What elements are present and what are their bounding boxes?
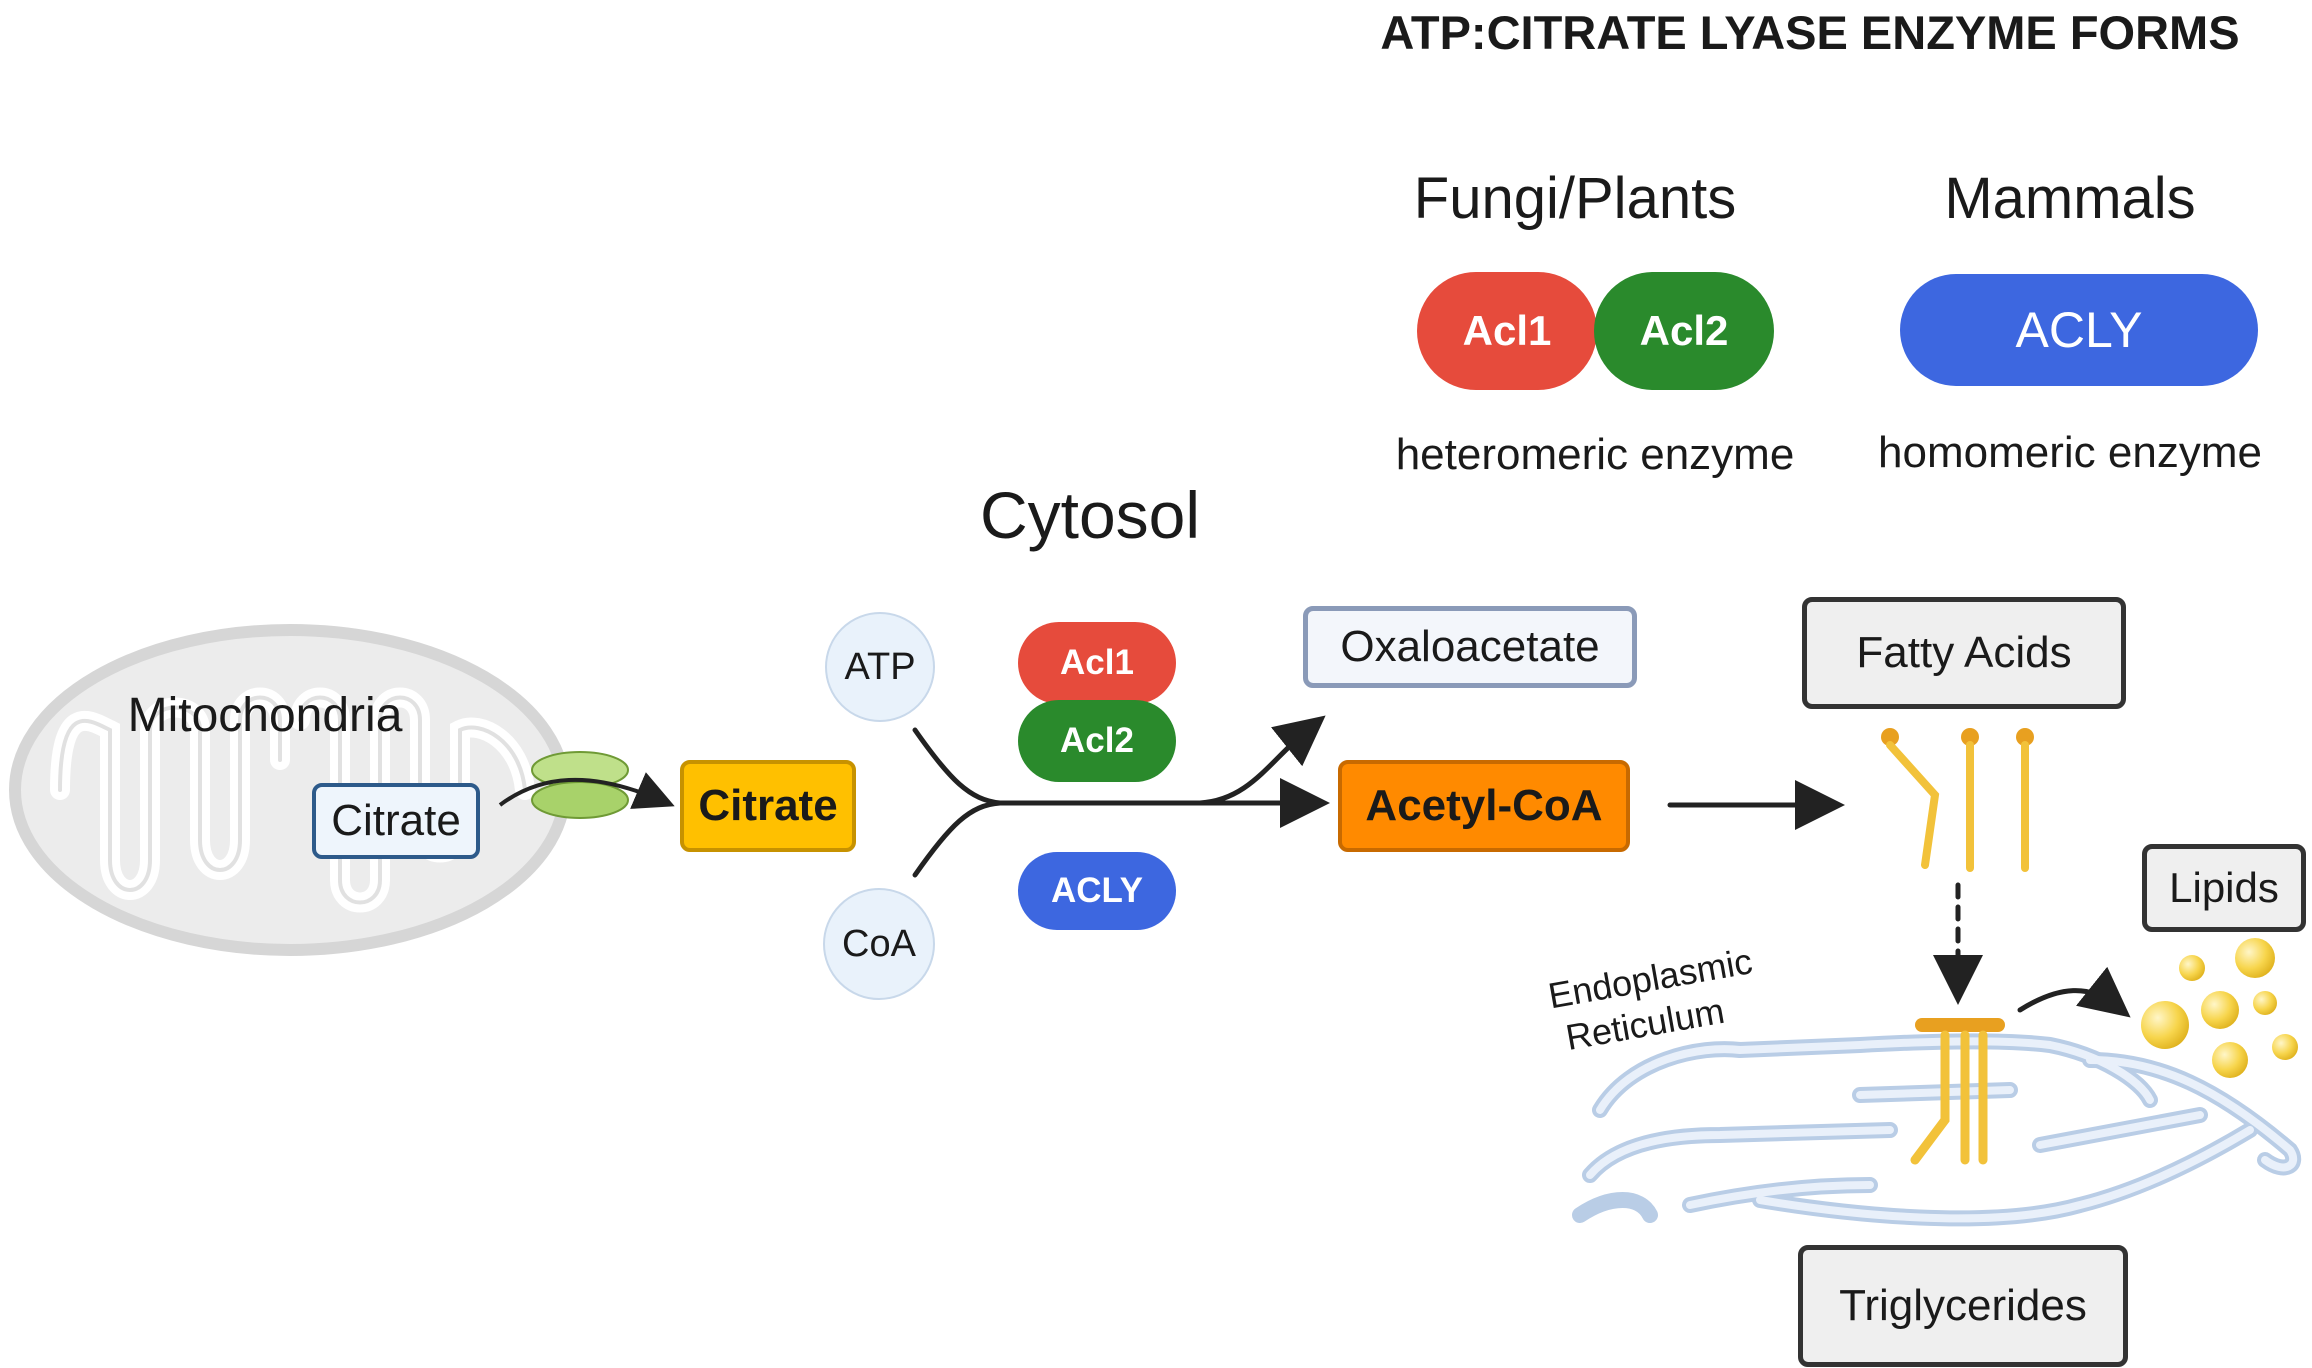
reaction-arrows [912,715,2131,1018]
transport-arrow [498,772,675,809]
triglyceride-icon [1910,1018,2005,1165]
coa-circle: CoA [823,888,935,1000]
triglycerides-box: Triglycerides [1798,1245,2128,1367]
lipids-box: Lipids [2142,844,2306,932]
cytosol-citrate-box: Citrate [680,760,856,852]
fatty-acids-box: Fatty Acids [1802,597,2126,709]
acl2-pill: Acl2 [1018,700,1176,782]
fatty-acid-chains-icon [1881,728,2034,872]
acl2-subunit: Acl2 [1594,272,1774,390]
acl1-subunit: Acl1 [1417,272,1597,390]
heteromeric-caption: heteromeric enzyme [1395,430,1795,479]
acly-enzyme: ACLY [1900,274,2258,386]
homomeric-caption: homomeric enzyme [1878,428,2262,477]
mammals-heading: Mammals [1944,165,2196,231]
lipid-droplets-icon [2141,938,2298,1078]
oxaloacetate-box: Oxaloacetate [1303,606,1637,688]
figure-title: ATP:CITRATE LYASE ENZYME FORMS [1380,5,2240,59]
citrate-transporter-icon [531,751,629,819]
acly-pill: ACLY [1018,852,1176,930]
mitochondria-label: Mitochondria [127,688,403,742]
mitochondrion-shape [9,624,571,956]
acl1-pill: Acl1 [1018,622,1176,704]
cytosol-label: Cytosol [979,478,1201,552]
fungi-plants-heading: Fungi/Plants [1413,165,1737,231]
atp-circle: ATP [825,612,935,722]
mito-citrate-box: Citrate [312,783,480,859]
acetyl-coa-box: Acetyl-CoA [1338,760,1630,852]
